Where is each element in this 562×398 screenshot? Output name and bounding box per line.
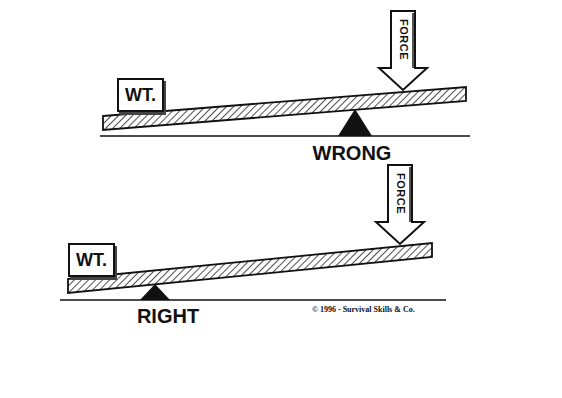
force-label: FORCE [395, 173, 406, 214]
weight-box: WT. [68, 243, 115, 277]
fulcrum [338, 109, 372, 136]
force-label: FORCE [398, 19, 409, 60]
verdict-label: WRONG [313, 143, 392, 163]
arrow-shape [379, 11, 427, 90]
verdict-label: RIGHT [137, 306, 199, 326]
arrow-shape [376, 165, 424, 244]
weight-label: WT. [76, 251, 107, 269]
ground-line [60, 299, 446, 301]
force-arrow: FORCE [391, 11, 415, 68]
weight-box: WT. [117, 78, 164, 112]
lever-beam [68, 243, 432, 293]
ground-line [100, 135, 470, 137]
arrow-shade [409, 167, 411, 222]
weight-label: WT. [125, 86, 156, 104]
force-arrow: FORCE [388, 165, 412, 222]
fulcrum [140, 284, 170, 300]
copyright-note: © 1996 - Survival Skills & Co. [312, 306, 415, 314]
arrow-shade [412, 13, 414, 68]
